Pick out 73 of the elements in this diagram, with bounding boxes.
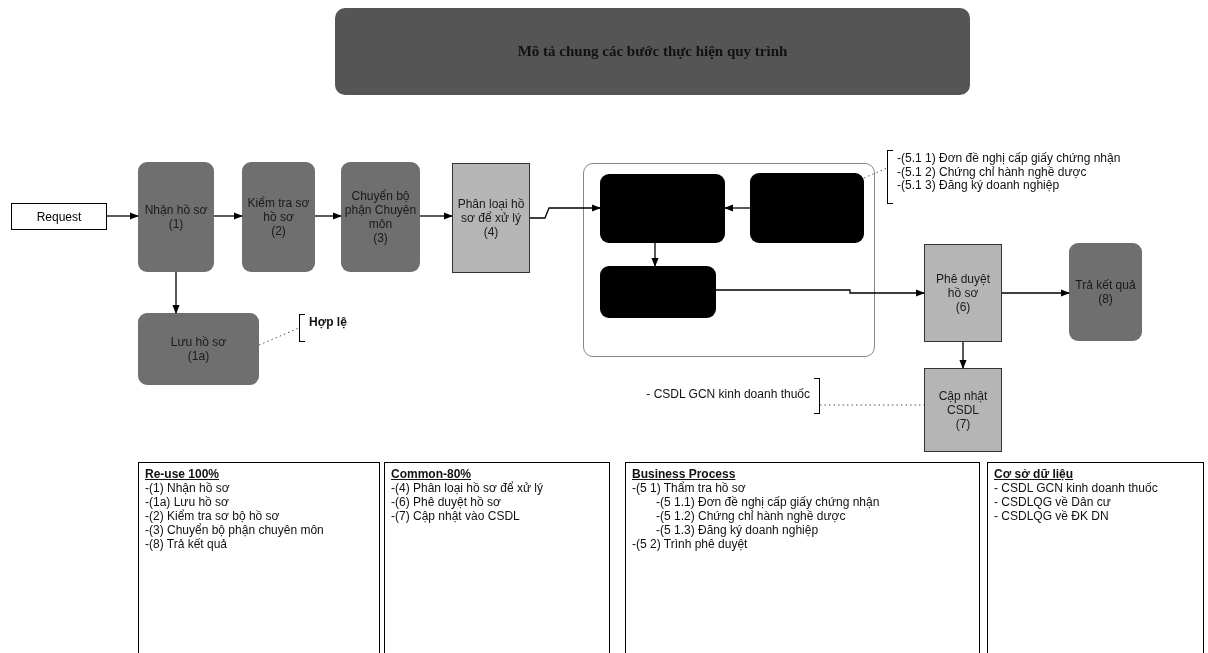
- process-box: [242, 162, 315, 272]
- arrow: [715, 289, 925, 297]
- info-panel: [138, 462, 380, 653]
- diagram-title: Mô tả chung các bước thực hiện quy trình: [517, 43, 788, 60]
- arrow: [724, 204, 751, 212]
- list-item: -(8) Trả kết quả: [145, 537, 228, 551]
- arrow: [529, 204, 601, 219]
- step-number: (4): [483, 225, 499, 239]
- list-item: -(1) Nhận hồ sơ: [145, 481, 230, 495]
- step-label: Chuyển bộ phận Chuyên môn: [344, 189, 417, 231]
- list-item: -(4) Phân loại hồ sơ để xử lý: [391, 481, 543, 495]
- process-box: [924, 368, 1002, 452]
- request-box: [11, 203, 107, 230]
- list-item: -(5 1.1) Đơn đề nghị cấp giấy chứng nhận: [656, 495, 880, 509]
- list-item: - CSDLQG về Dân cư: [994, 495, 1111, 509]
- info-panel: [987, 462, 1204, 653]
- note-text: -(5.1 2) Chứng chỉ hành nghề dược: [897, 165, 1087, 179]
- arrow: [106, 212, 139, 220]
- panel-heading: Re-use 100%: [145, 467, 220, 481]
- list-item: -(5 1) Thẩm tra hồ sơ: [632, 481, 746, 495]
- filled-box: [600, 266, 716, 318]
- list-item: -(6) Phê duyệt hồ sơ: [391, 495, 501, 509]
- arrow: [959, 341, 967, 369]
- step-number: (1): [168, 217, 184, 231]
- note-text: -(5.1 1) Đơn đề nghị cấp giấy chứng nhận: [897, 152, 1121, 166]
- step-label: Cập nhật CSDL: [937, 389, 989, 417]
- list-item: -(3) Chuyển bộ phận chuyên môn: [145, 523, 324, 537]
- leader-line: [863, 167, 888, 179]
- process-box: [341, 162, 420, 272]
- list-item: -(7) Cập nhật vào CSDL: [391, 509, 520, 523]
- panel-heading: Business Process: [632, 467, 736, 481]
- filled-box: [600, 174, 725, 243]
- process-box: [138, 313, 259, 385]
- step-number: (1a): [187, 349, 210, 363]
- step-label: Phân loại hồ sơ để xử lý: [456, 197, 526, 225]
- arrow: [651, 242, 659, 267]
- group-container: [583, 163, 875, 357]
- note-text: -(5.1 3) Đăng ký doanh nghiệp: [897, 179, 1060, 193]
- panel-heading: Cơ sở dữ liệu: [994, 467, 1074, 481]
- arrow: [314, 212, 342, 220]
- list-item: -(5 1.2) Chứng chỉ hành nghề dược: [656, 509, 846, 523]
- step-label: Trả kết quả: [1075, 278, 1136, 292]
- note-text: Hợp lệ: [309, 316, 347, 330]
- leader-line: [258, 327, 300, 346]
- list-item: -(1a) Lưu hồ sơ: [145, 495, 229, 509]
- note-text: - CSDL GCN kinh doanh thuốc: [646, 388, 810, 402]
- list-item: - CSDLQG về ĐK DN: [994, 509, 1109, 523]
- process-box: [1069, 243, 1142, 341]
- step-number: (8): [1098, 292, 1113, 306]
- filled-box: [750, 173, 864, 243]
- panel-heading: Common-80%: [391, 467, 471, 481]
- step-label: Phê duyệt hồ sơ: [934, 272, 991, 300]
- step-label: Kiểm tra sơ hồ sơ: [246, 196, 311, 224]
- list-item: -(5 2) Trình phê duyệt: [632, 537, 748, 551]
- step-number: (6): [955, 300, 971, 314]
- step-label: Lưu hồ sơ: [170, 335, 227, 349]
- step-number: (2): [271, 224, 286, 238]
- list-item: -(2) Kiểm tra sơ bộ hồ sơ: [145, 509, 280, 523]
- arrow: [213, 212, 243, 220]
- info-panel: [625, 462, 980, 653]
- arrow: [419, 212, 453, 220]
- list-item: - CSDL GCN kinh doanh thuốc: [994, 481, 1158, 495]
- step-label: Nhận hồ sơ: [144, 203, 208, 217]
- process-box: [924, 244, 1002, 342]
- info-panel: [384, 462, 610, 653]
- process-box: [452, 163, 530, 273]
- arrow: [172, 271, 180, 314]
- step-number: (7): [955, 417, 971, 431]
- request-label: Request: [36, 209, 82, 224]
- list-item: -(5 1.3) Đăng ký doanh nghiệp: [656, 523, 819, 537]
- step-number: (3): [373, 231, 388, 245]
- process-box: [138, 162, 214, 272]
- arrow: [1001, 289, 1070, 297]
